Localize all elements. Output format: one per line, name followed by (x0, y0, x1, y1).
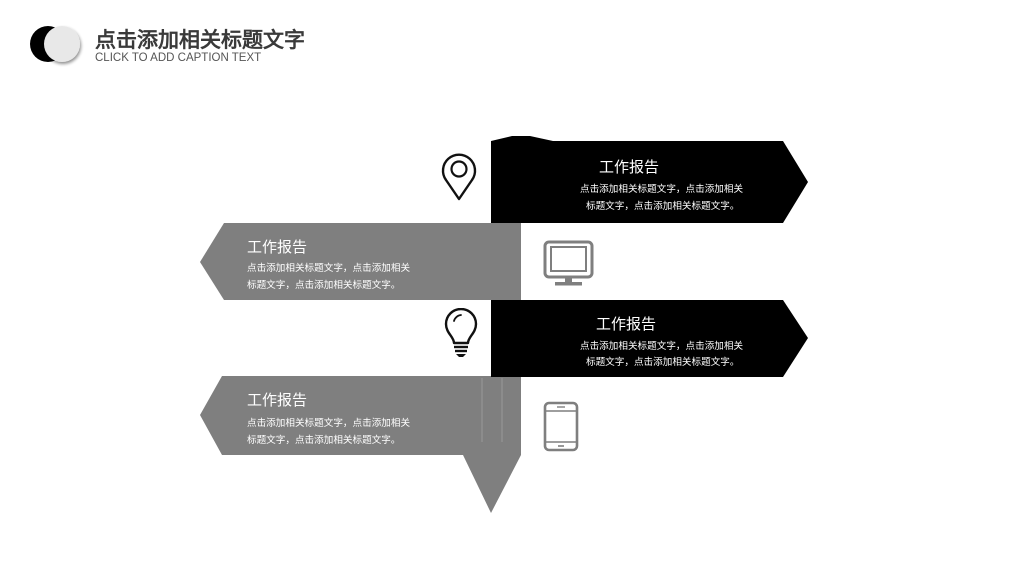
item-1-desc-line-1: 点击添加相关标题文字，点击添加相关 (580, 184, 744, 195)
item-3-desc-line-2: 标题文字，点击添加相关标题文字。 (586, 357, 740, 368)
item-3-desc-line-1: 点击添加相关标题文字，点击添加相关 (580, 341, 744, 352)
smartphone-icon (543, 401, 579, 452)
page-title: 点击添加相关标题文字 (95, 28, 305, 52)
grey-arrow-block-2 (200, 376, 521, 513)
dark-arrow-block-1 (491, 136, 808, 223)
item-4-desc-line-2: 标题文字，点击添加相关标题文字。 (247, 435, 401, 446)
item-2-title: 工作报告 (247, 238, 308, 256)
map-pin-icon (441, 153, 477, 201)
item-4-title: 工作报告 (247, 391, 308, 409)
item-4-desc-line-1: 点击添加相关标题文字，点击添加相关 (247, 418, 411, 429)
item-1-title: 工作报告 (599, 158, 660, 176)
dark-arrow-block-2 (491, 300, 808, 377)
page-subtitle: CLICK TO ADD CAPTION TEXT (95, 52, 262, 64)
item-2-desc-line-2: 标题文字，点击添加相关标题文字。 (247, 280, 401, 291)
item-1-desc-line-2: 标题文字，点击添加相关标题文字。 (586, 201, 740, 212)
item-2-desc-line-1: 点击添加相关标题文字，点击添加相关 (247, 263, 411, 274)
lightbulb-icon (444, 308, 478, 357)
item-3-title: 工作报告 (596, 315, 657, 333)
half-moon-circles-icon (30, 26, 80, 62)
grey-arrow-block-1 (200, 223, 521, 300)
monitor-icon (543, 240, 594, 286)
